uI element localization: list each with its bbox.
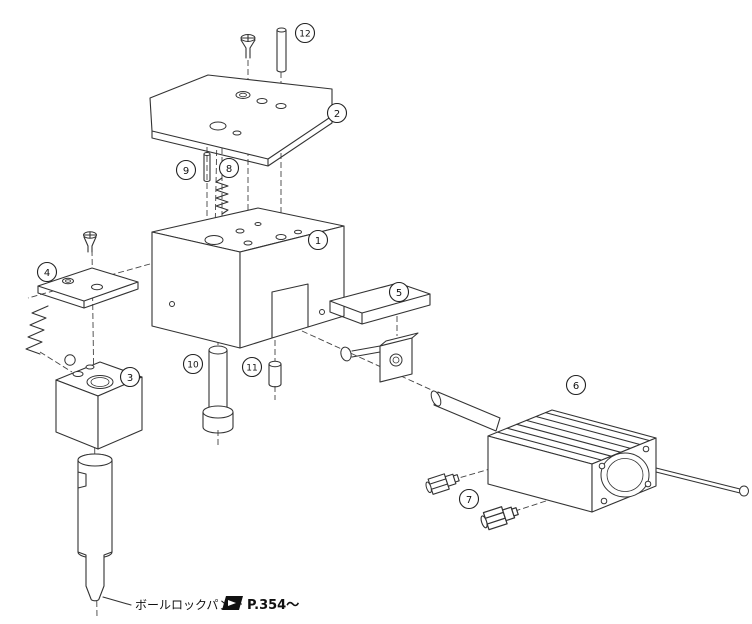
fitting-7a — [425, 473, 460, 495]
page-ref-text: P.354～ — [247, 598, 299, 613]
part-label-11: 11 — [241, 356, 263, 378]
part-label-6-text: 6 — [573, 381, 579, 392]
clamp-bolt — [340, 345, 381, 362]
part-label-1-text: 1 — [315, 236, 321, 247]
stop-pin-11 — [268, 360, 282, 388]
lock-ball — [64, 354, 76, 366]
part-label-4-text: 4 — [44, 268, 50, 279]
part-label-1: 1 — [307, 229, 329, 251]
punch — [77, 453, 113, 602]
part-label-10: 10 — [182, 353, 204, 375]
part-label-2-text: 2 — [334, 109, 340, 120]
small-pin-9 — [203, 152, 211, 183]
tie-rod-screw — [655, 467, 749, 497]
part-label-9: 9 — [175, 159, 197, 181]
part-label-12-text: 12 — [299, 30, 310, 40]
clamp-bracket — [379, 332, 419, 383]
part-label-8: 8 — [218, 157, 240, 179]
page-ref-icon — [222, 596, 243, 610]
piston-rod — [430, 390, 501, 432]
part-label-9-text: 9 — [183, 166, 189, 177]
fitting-7b — [480, 506, 519, 531]
guide-pin-10 — [202, 345, 234, 434]
flat-head-screw — [240, 33, 256, 59]
dowel-pin-12 — [276, 27, 287, 73]
top-plate — [149, 74, 333, 167]
main-body — [151, 207, 345, 349]
footnote-label: ボールロックパンチ — [135, 598, 243, 612]
part-label-2: 2 — [326, 102, 348, 124]
centerlines — [27, 60, 593, 619]
part-label-10-text: 10 — [187, 361, 199, 371]
cylinder-fins — [497, 412, 651, 461]
footnote-leader — [102, 596, 132, 606]
air-cylinder-6 — [487, 409, 749, 513]
part-label-12: 12 — [294, 22, 316, 44]
part-label-6: 6 — [565, 374, 587, 396]
coil-spring-8 — [215, 177, 229, 215]
part-label-7: 7 — [458, 488, 480, 510]
part-label-8-text: 8 — [226, 164, 232, 175]
part-label-5: 5 — [388, 281, 410, 303]
part-label-3: 3 — [119, 366, 141, 388]
footnote: ボールロックパンチ P.354～ — [102, 596, 299, 613]
part-label-7-text: 7 — [466, 495, 472, 506]
part-label-11-text: 11 — [246, 364, 257, 374]
part-label-4: 4 — [36, 261, 58, 283]
retainer-screw — [83, 231, 97, 253]
retainer-plate-4 — [37, 267, 139, 309]
part-label-5-text: 5 — [396, 288, 402, 299]
wedge-cam-5 — [329, 282, 431, 325]
cam-block-3 — [55, 361, 143, 450]
zigzag-spring — [25, 305, 49, 355]
part-label-3-text: 3 — [127, 373, 133, 384]
cylinder-bore — [598, 445, 652, 505]
